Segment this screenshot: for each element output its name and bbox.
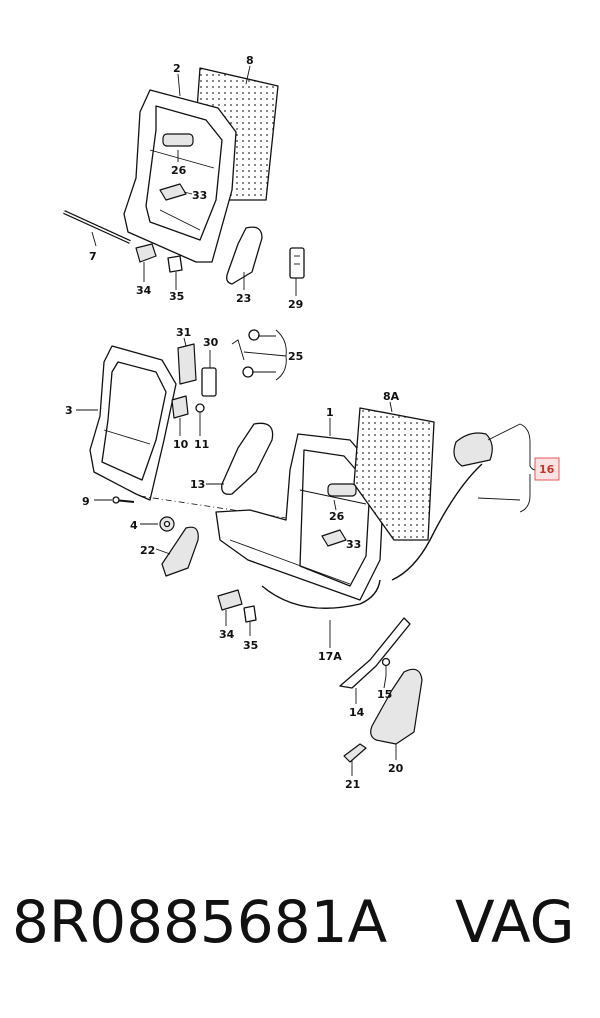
label-35-lower: 35: [243, 639, 258, 652]
label-25: 25: [288, 350, 303, 363]
exploded-parts-diagram: 2 8 26 33 7 34 35 23 29 31 30 25 3 10 11…: [63, 54, 560, 791]
brand-name: VAG: [455, 888, 575, 956]
label-9: 9: [82, 495, 90, 508]
part-9-screw: [112, 496, 135, 504]
label-30: 30: [203, 336, 219, 349]
label-2: 2: [173, 62, 181, 75]
part-15-screw: [381, 657, 391, 676]
part-34-clip-lower: [217, 589, 243, 611]
part-26-latch-lower: [327, 483, 357, 497]
leader-lines: [76, 65, 537, 776]
label-16: 16: [539, 463, 555, 476]
label-23: 23: [236, 292, 251, 305]
label-35: 35: [169, 290, 184, 303]
label-31: 31: [176, 326, 191, 339]
part-35-clip-upper: [167, 255, 183, 273]
label-8: 8: [246, 54, 254, 67]
part-23-side-trim: [226, 226, 263, 285]
part-7-rod: [63, 210, 131, 244]
label-1: 1: [326, 406, 334, 419]
part-31-bracket: [177, 343, 197, 385]
label-21: 21: [345, 778, 360, 791]
part-11-screw: [195, 403, 205, 413]
label-3: 3: [65, 404, 73, 417]
part-21-cap: [343, 743, 367, 763]
label-20: 20: [388, 762, 404, 775]
label-15: 15: [377, 688, 392, 701]
label-34-lower: 34: [219, 628, 235, 641]
part-33-bracket-upper: [159, 183, 187, 201]
label-22: 22: [140, 544, 155, 557]
part-26-latch-upper: [162, 133, 194, 147]
label-8a: 8A: [383, 390, 400, 403]
label-14: 14: [349, 706, 365, 719]
part-25-bolt-set: [231, 329, 260, 378]
label-29: 29: [288, 298, 303, 311]
part-8a-perforated-panel: [353, 407, 435, 541]
part-17a-cable: [261, 579, 381, 609]
highlight-box: [534, 457, 560, 481]
label-11: 11: [194, 438, 209, 451]
part-34-clip-upper: [135, 243, 157, 263]
label-10: 10: [173, 438, 189, 451]
part-number: 8R0885681A: [12, 888, 388, 956]
highlighted-part-16[interactable]: 16: [534, 457, 560, 481]
label-33-lower: 33: [346, 538, 361, 551]
part-4-washer: [159, 516, 175, 532]
part-30-plate: [201, 367, 217, 397]
label-7: 7: [89, 250, 97, 263]
part-14-release-lever: [339, 617, 411, 689]
label-34: 34: [136, 284, 152, 297]
part-20-side-cover: [370, 668, 423, 745]
part-33-bracket-lower: [321, 529, 347, 547]
part-35-clip-lower: [243, 605, 257, 623]
part-29-cover-plate: [289, 247, 305, 279]
label-4: 4: [130, 519, 138, 532]
part-info-footer: 8R0885681A VAG: [12, 893, 592, 983]
label-26: 26: [171, 164, 187, 177]
label-33: 33: [192, 189, 207, 202]
part-10-hinge: [171, 395, 189, 419]
part-13-side-trim: [221, 422, 274, 495]
label-17a: 17A: [318, 650, 342, 663]
label-26-lower: 26: [329, 510, 345, 523]
part-16-release-handle: [391, 432, 493, 581]
part-3-left-backrest-frame: [89, 345, 177, 501]
label-13: 13: [190, 478, 205, 491]
part-22-side-trim: [161, 526, 199, 577]
